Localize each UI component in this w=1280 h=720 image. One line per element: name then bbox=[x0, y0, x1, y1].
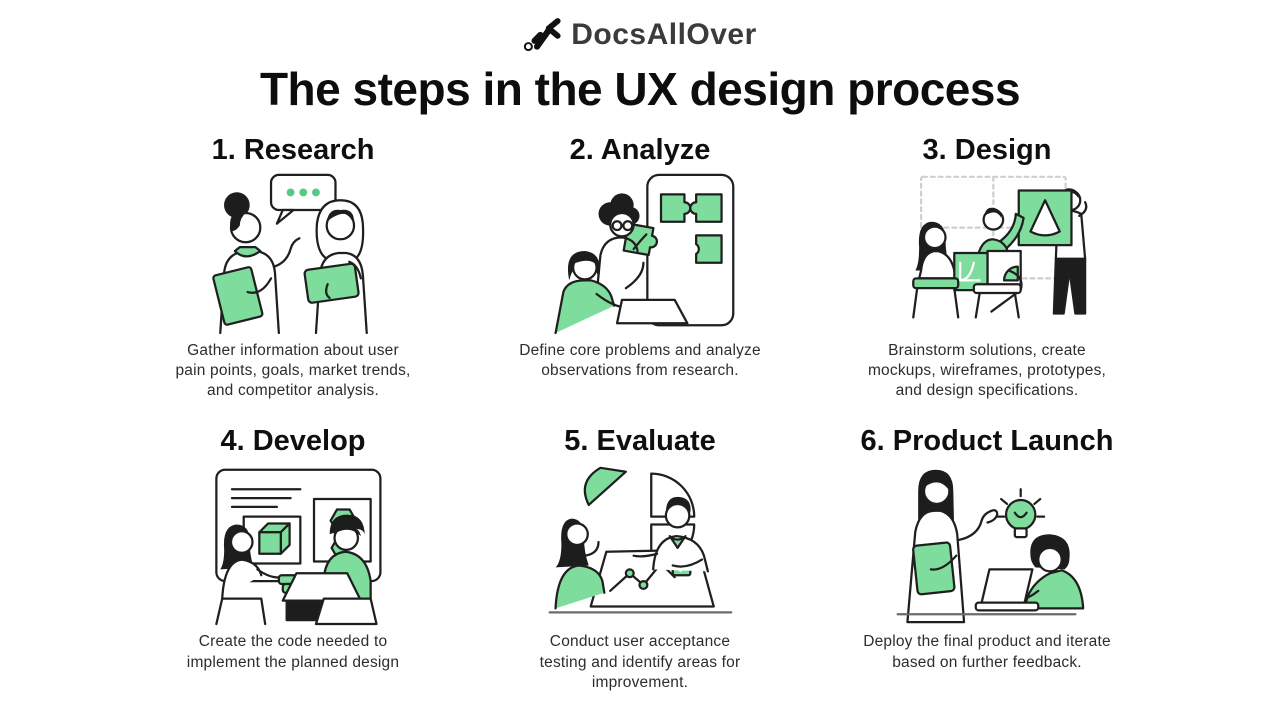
step-title: 6. Product Launch bbox=[860, 425, 1114, 458]
step-title: 3. Design bbox=[922, 134, 1052, 166]
developers-coding-illustration bbox=[181, 460, 406, 626]
laptop bbox=[615, 298, 688, 325]
lightbulb-icon bbox=[996, 488, 1046, 539]
brand-name: DocsAllOver bbox=[571, 18, 757, 51]
step-description: Define core problems and analyze observa… bbox=[519, 342, 761, 380]
page-title: The steps in the UX design process bbox=[259, 63, 1021, 115]
team-presenting-mockups-illustration bbox=[872, 169, 1102, 335]
step-card-design: 3. Design bbox=[814, 134, 1161, 401]
two-people-discussing-illustration bbox=[181, 169, 406, 335]
step-card-evaluate: 5. Evaluate bbox=[467, 425, 814, 692]
chart-review-illustration bbox=[528, 460, 753, 626]
step-description: Brainstorm solutions, create mockups, wi… bbox=[867, 342, 1107, 400]
step-title: 2. Analyze bbox=[569, 134, 711, 166]
brand-header: DocsAllOver bbox=[0, 0, 1280, 54]
step-description: Conduct user acceptance testing and iden… bbox=[539, 633, 741, 691]
step-title: 1. Research bbox=[211, 134, 375, 166]
step-description: Deploy the final product and iterate bas… bbox=[863, 633, 1111, 671]
docsallover-logo-icon bbox=[524, 18, 561, 52]
step-description: Gather information about user pain point… bbox=[175, 342, 411, 400]
step-card-product-launch: 6. Product Launch bbox=[814, 425, 1161, 692]
feedback-idea-illustration bbox=[872, 460, 1102, 626]
pie-slice bbox=[583, 467, 627, 507]
step-card-research: 1. Research bbox=[120, 134, 467, 401]
step-title: 4. Develop bbox=[220, 425, 366, 458]
step-title: 5. Evaluate bbox=[564, 425, 716, 458]
puzzle-pieces-on-board-illustration bbox=[528, 169, 753, 335]
step-card-develop: 4. Develop bbox=[120, 425, 467, 692]
step-card-analyze: 2. Analyze bbox=[467, 134, 814, 401]
steps-grid: 1. Research bbox=[0, 134, 1280, 693]
step-description: Create the code needed to implement the … bbox=[186, 633, 400, 671]
